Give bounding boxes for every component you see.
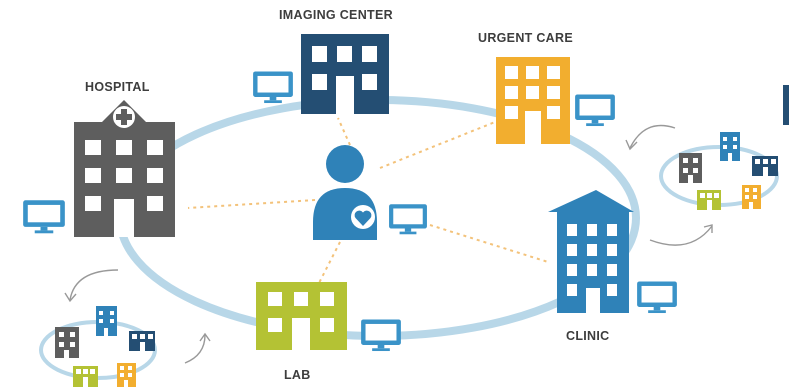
urgent-care-building-icon — [496, 57, 570, 144]
urgent-care-label: URGENT CARE — [478, 31, 573, 45]
connection-lines — [187, 117, 549, 286]
mini-clinic-icon — [96, 306, 117, 336]
link-hospital — [187, 199, 316, 209]
clinic-label: CLINIC — [566, 329, 610, 343]
mini-clinic-icon — [720, 132, 740, 161]
imaging-center-label: IMAGING CENTER — [279, 8, 393, 22]
link-imaging — [337, 117, 351, 146]
mini-lab-icon — [697, 190, 721, 210]
curved-arrow-icon — [649, 225, 713, 246]
mini-network-icon-right — [659, 132, 779, 210]
hospital-building-icon — [74, 100, 175, 237]
mini-urgent-care-icon — [742, 185, 761, 209]
patient-computer-icon — [389, 204, 427, 235]
curved-arrow-icons — [64, 124, 713, 364]
lab-computer-icon — [361, 319, 401, 352]
mini-urgent-care-icon — [117, 363, 136, 387]
urgent-care-computer-icon — [575, 94, 615, 127]
clinic-building-icon — [548, 190, 634, 313]
curved-arrow-icon — [69, 269, 119, 301]
curved-arrow-icon — [629, 124, 676, 149]
lab-label: LAB — [284, 368, 311, 382]
lab-building-icon — [256, 282, 347, 350]
edge-mark — [783, 85, 789, 125]
curved-arrow-head-icon — [64, 292, 77, 303]
mini-hospital-icon — [55, 327, 79, 358]
mini-imaging-icon — [129, 331, 155, 351]
imaging-center-computer-icon — [253, 71, 293, 104]
patient-heart-icon — [313, 145, 377, 240]
link-urgent-care — [379, 121, 496, 169]
imaging-center-building-icon — [301, 34, 389, 114]
mini-lab-icon — [73, 366, 98, 387]
curved-arrow-head-icon — [199, 332, 211, 342]
link-clinic — [429, 224, 549, 263]
mini-hospital-icon — [679, 153, 702, 183]
clinic-computer-icon — [637, 281, 677, 314]
curved-arrow-head-icon — [625, 139, 638, 151]
curved-arrow-icon — [184, 334, 206, 364]
curved-arrow-head-icon — [703, 224, 713, 233]
mini-imaging-icon — [752, 156, 778, 176]
mini-network-icon-left — [39, 306, 157, 387]
link-lab — [317, 241, 341, 286]
hospital-computer-icon — [23, 200, 65, 234]
hospital-label: HOSPITAL — [85, 80, 150, 94]
